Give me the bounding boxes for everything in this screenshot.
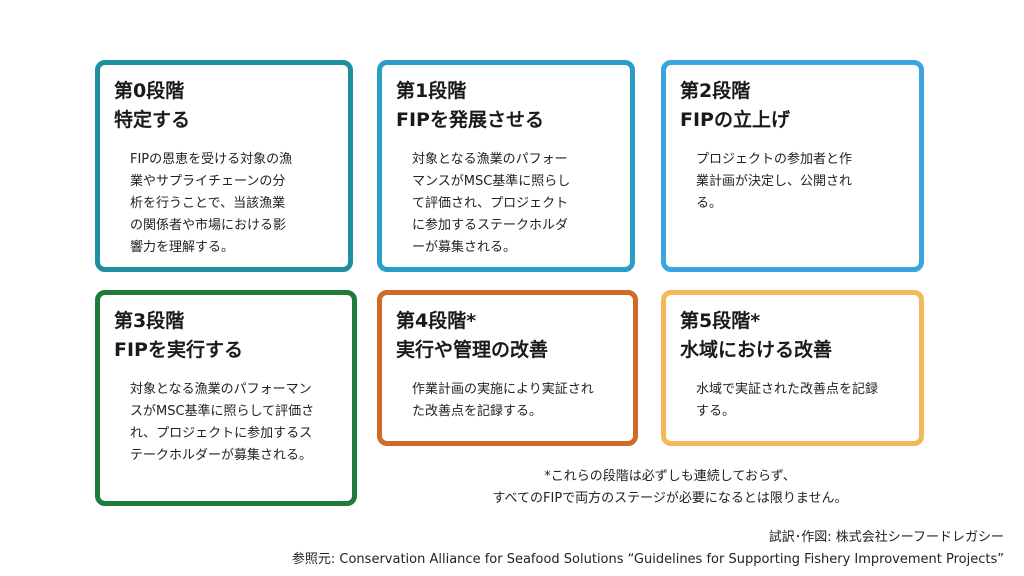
stage-label: 第5段階* [680,310,761,332]
credit-line: 試訳･作図: 株式会社シーフードレガシー [768,530,1004,545]
stage-label: 第3段階 [114,310,185,332]
desc-line: て評価され、プロジェクト [412,196,569,211]
stage-card-0: 第0段階 特定する FIPの恩恵を受ける対象の漁 業やサプライチェーンの分 析を… [95,60,353,272]
stage-description: FIPの恩恵を受ける対象の漁 業やサプライチェーンの分 析を行うことで、当該漁業… [114,149,334,259]
desc-line: する。 [696,404,736,419]
desc-line: 作業計画の実施により実証され [412,382,594,397]
stage-card-3: 第3段階 FIPを実行する 対象となる漁業のパフォーマン スがMSC基準に照らし… [95,290,357,506]
stage-description: プロジェクトの参加者と作 業計画が決定し、公開され る。 [680,149,905,215]
desc-line: プロジェクトの参加者と作 [696,152,853,167]
stage-title: 実行や管理の改善 [396,339,549,361]
desc-line: ーが募集される。 [412,240,517,255]
stage-description: 対象となる漁業のパフォー マンスがMSC基準に照らし て評価され、プロジェクト … [396,149,616,259]
desc-line: 業やサプライチェーンの分 [130,174,286,189]
desc-line: 対象となる漁業のパフォーマン [130,382,312,397]
desc-line: スがMSC基準に照らして評価さ [130,404,315,419]
desc-line: FIPの恩恵を受ける対象の漁 [130,152,293,167]
stage-card-5: 第5段階* 水域における改善 水域で実証された改善点を記録 する。 [661,290,924,446]
stage-label: 第4段階* [396,310,477,332]
footnote: *これらの段階は必ずしも連続しておらず、 すべてのFIPで両方のステージが必要に… [400,466,940,510]
footnote-line: *これらの段階は必ずしも連続しておらず、 [544,469,796,484]
desc-line: る。 [696,196,723,211]
desc-line: テークホルダーが募集される。 [130,448,313,463]
source-line: 参照元: Conservation Alliance for Seafood S… [291,552,1004,567]
desc-line: 響力を理解する。 [130,240,235,255]
stage-title: FIPを実行する [114,339,243,361]
desc-line: マンスがMSC基準に照らし [412,174,571,189]
desc-line: 水域で実証された改善点を記録 [696,382,879,397]
stage-label: 第1段階 [396,80,467,102]
desc-line: た改善点を記録する。 [412,404,543,419]
footnote-line: すべてのFIPで両方のステージが必要になるとは限りません。 [492,491,848,506]
stage-title: 水域における改善 [680,339,833,361]
stage-description: 対象となる漁業のパフォーマン スがMSC基準に照らして評価さ れ、プロジェクトに… [114,379,338,467]
desc-line: れ、プロジェクトに参加するス [130,426,313,441]
stage-title: FIPを発展させる [396,109,544,131]
stage-description: 作業計画の実施により実証され た改善点を記録する。 [396,379,619,423]
stage-description: 水域で実証された改善点を記録 する。 [680,379,905,423]
desc-line: の関係者や市場における影 [130,218,287,233]
stage-label: 第0段階 [114,80,185,102]
stage-label: 第2段階 [680,80,751,102]
desc-line: 析を行うことで、当該漁業 [130,196,286,211]
desc-line: に参加するステークホルダ [412,218,569,233]
desc-line: 業計画が決定し、公開され [696,174,853,189]
stage-card-1: 第1段階 FIPを発展させる 対象となる漁業のパフォー マンスがMSC基準に照ら… [377,60,635,272]
stage-title: 特定する [114,109,191,131]
stage-card-4: 第4段階* 実行や管理の改善 作業計画の実施により実証され た改善点を記録する。 [377,290,638,446]
stage-title: FIPの立上げ [680,109,790,131]
desc-line: 対象となる漁業のパフォー [412,152,568,167]
stage-card-2: 第2段階 FIPの立上げ プロジェクトの参加者と作 業計画が決定し、公開され る… [661,60,924,272]
